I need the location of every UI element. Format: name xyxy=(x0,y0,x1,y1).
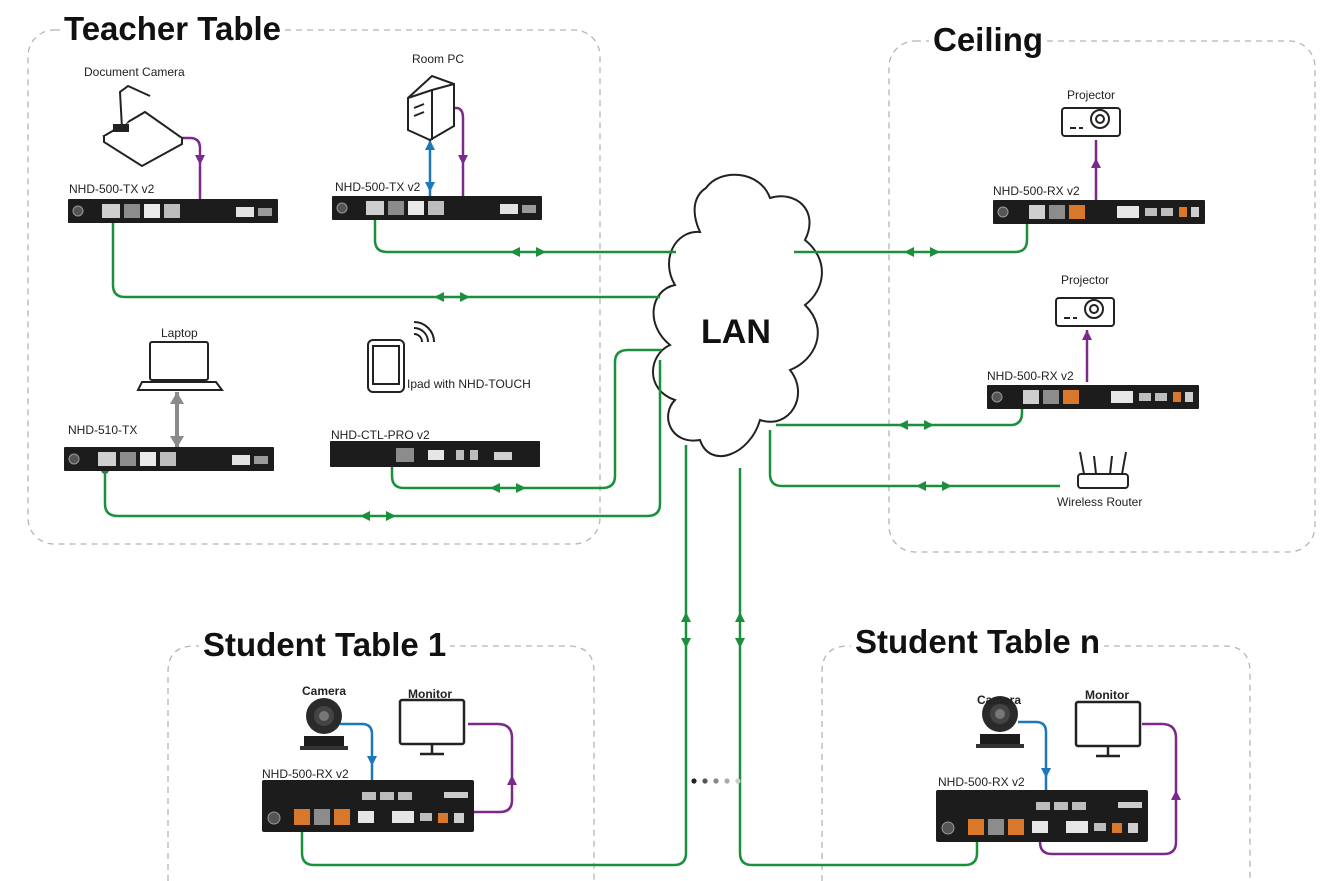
zone-title-student-1: Student Table 1 xyxy=(199,627,451,663)
label-room-pc: Room PC xyxy=(412,52,465,66)
document-camera-icon xyxy=(102,84,184,168)
network-links xyxy=(103,215,1060,867)
laptop-icon xyxy=(136,341,224,391)
projector-2-icon xyxy=(1055,297,1115,327)
more-tables-dots xyxy=(691,778,741,784)
label-ipad: Ipad with NHD-TOUCH xyxy=(407,377,531,391)
label-s1-camera: Camera xyxy=(302,684,347,698)
label-ctl: NHD-CTL-PRO v2 xyxy=(331,428,430,442)
network-port-dots xyxy=(101,211,1031,834)
laptop-link xyxy=(170,392,184,448)
nhd-500-tx-1 xyxy=(67,198,279,224)
label-tx510: NHD-510-TX xyxy=(68,423,138,437)
nhd-500-tx-2 xyxy=(331,195,543,221)
monitor-n-icon xyxy=(1074,700,1142,758)
label-s1-monitor: Monitor xyxy=(408,687,452,701)
lan-label: LAN xyxy=(701,313,771,351)
label-projector-1: Projector xyxy=(1067,88,1116,102)
network-arrows xyxy=(360,247,952,648)
monitor-1-icon xyxy=(398,698,466,756)
nhd-500-rx-ceiling-1 xyxy=(992,199,1206,225)
label-document-camera: Document Camera xyxy=(84,65,185,79)
lan-cloud xyxy=(652,173,823,458)
usb-arrows xyxy=(367,140,1051,778)
label-projector-2: Projector xyxy=(1061,273,1110,287)
zone-ceiling xyxy=(888,40,1316,553)
nhd-510-tx xyxy=(63,446,275,472)
label-tx2: NHD-500-TX v2 xyxy=(335,180,421,194)
label-tx1: NHD-500-TX v2 xyxy=(69,182,155,196)
label-rx-ceiling-1: NHD-500-RX v2 xyxy=(993,184,1080,198)
zone-title-teacher: Teacher Table xyxy=(60,11,286,47)
label-laptop: Laptop xyxy=(161,326,198,340)
hdmi-arrows xyxy=(195,155,1181,800)
nhd-ctl-pro xyxy=(330,441,540,467)
wireless-router-icon xyxy=(1077,451,1129,489)
label-sn-monitor: Monitor xyxy=(1085,688,1129,702)
zone-student-table-n xyxy=(821,645,1251,881)
zone-title-student-n: Student Table n xyxy=(851,624,1105,660)
nhd-500-rx-student-1 xyxy=(261,779,475,833)
label-router: Wireless Router xyxy=(1057,495,1143,509)
label-s1-rx: NHD-500-RX v2 xyxy=(262,767,349,781)
ipad-icon xyxy=(367,321,435,393)
zone-title-ceiling: Ceiling xyxy=(929,22,1048,58)
zone-teacher-table xyxy=(27,29,601,545)
projector-1-icon xyxy=(1061,107,1121,137)
zone-student-table-1 xyxy=(167,645,595,881)
label-sn-rx: NHD-500-RX v2 xyxy=(938,775,1025,789)
nhd-500-rx-student-n xyxy=(935,789,1149,843)
label-rx-ceiling-2: NHD-500-RX v2 xyxy=(987,369,1074,383)
label-sn-camera: Camera xyxy=(977,693,1022,707)
room-pc-icon xyxy=(407,74,455,142)
nhd-500-rx-ceiling-2 xyxy=(986,384,1200,410)
